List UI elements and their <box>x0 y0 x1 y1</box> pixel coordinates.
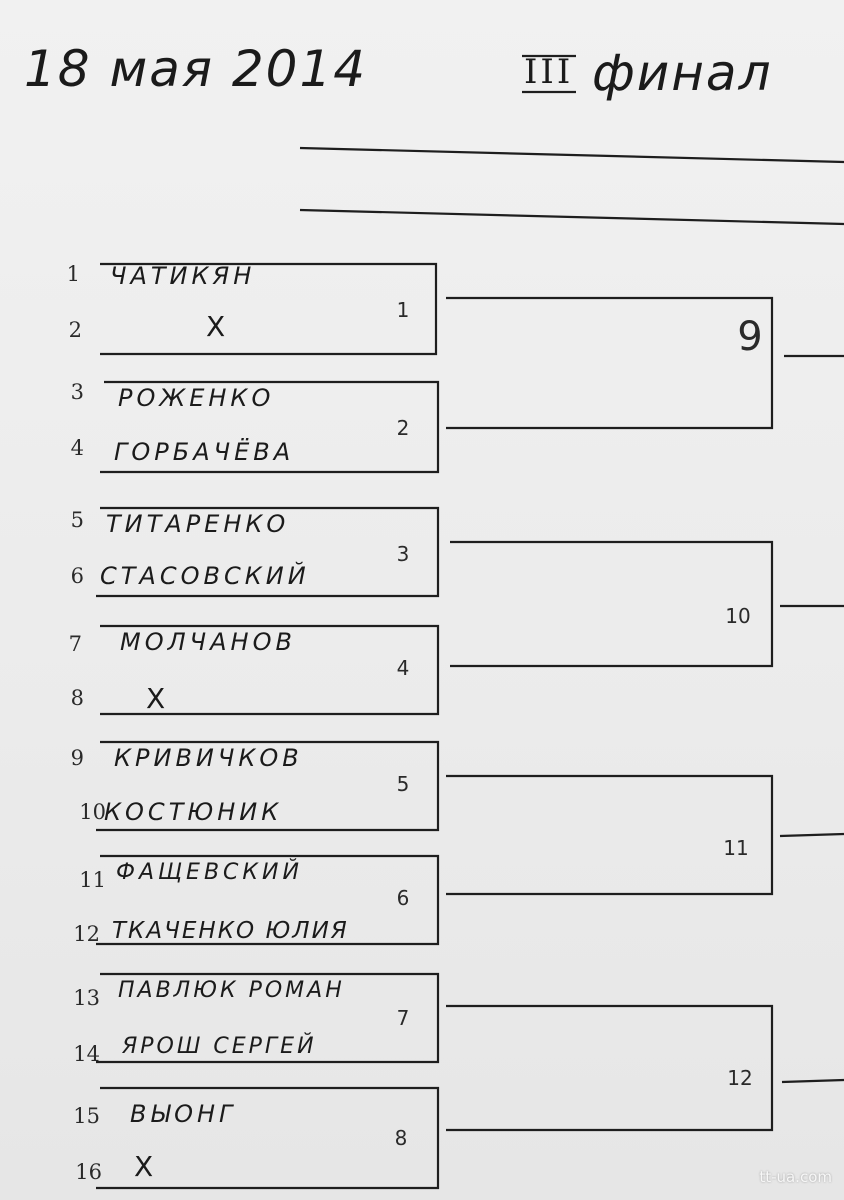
match-box-4 <box>100 624 440 716</box>
out-line-11 <box>779 832 844 838</box>
date-heading: 18 мая 2014 <box>24 40 368 98</box>
match-number: 11 <box>723 836 749 860</box>
match-box-3 <box>96 506 440 598</box>
seed-number: 9 <box>70 746 84 770</box>
match-number: 7 <box>396 1006 410 1030</box>
seed-number: 2 <box>68 318 82 342</box>
player-name: РОЖЕНКО <box>118 384 275 412</box>
watermark: tt-ua.com <box>759 1168 832 1186</box>
match-box-12 <box>446 1004 774 1132</box>
seed-number: 1 <box>66 262 80 286</box>
stage-numeral: III <box>524 52 574 92</box>
match-number: 12 <box>727 1066 753 1090</box>
match-number: 9 <box>737 314 763 360</box>
out-line-12 <box>781 1078 844 1084</box>
player-name: X <box>146 682 170 715</box>
match-number: 8 <box>394 1126 408 1150</box>
player-name: ЯРОШ СЕРГЕЙ <box>122 1034 317 1059</box>
match-number: 10 <box>725 604 751 628</box>
player-name: ГОРБАЧЁВА <box>114 438 295 466</box>
player-name: ТКАЧЕНКО ЮЛИЯ <box>112 918 349 944</box>
match-number: 3 <box>396 542 410 566</box>
player-name: ФАЩЕВСКИЙ <box>116 860 303 885</box>
seed-number: 11 <box>79 868 106 892</box>
player-name: ЧАТИКЯН <box>110 262 256 290</box>
match-number: 5 <box>396 772 410 796</box>
match-box-1 <box>100 262 438 356</box>
player-name: МОЛЧАНОВ <box>120 628 296 656</box>
header-rule-2 <box>299 208 844 226</box>
seed-number: 7 <box>68 632 82 656</box>
match-box-2 <box>100 380 440 474</box>
seed-number: 15 <box>73 1104 100 1128</box>
seed-number: 13 <box>73 986 100 1010</box>
seed-number: 6 <box>70 564 84 588</box>
match-box-7 <box>96 972 440 1064</box>
player-name: X <box>206 310 230 343</box>
match-number: 1 <box>396 298 410 322</box>
seed-number: 3 <box>70 380 84 404</box>
player-name: ТИТАРЕНКО <box>106 510 290 538</box>
header-rule-1 <box>299 146 844 164</box>
player-name: ВЫОНГ <box>130 1100 237 1128</box>
seed-number: 16 <box>75 1160 102 1184</box>
match-number: 2 <box>396 416 410 440</box>
seed-number: 8 <box>70 686 84 710</box>
match-number: 4 <box>396 656 410 680</box>
seed-number: 14 <box>73 1042 100 1066</box>
match-box-5 <box>96 740 440 832</box>
player-name: КРИВИЧКОВ <box>114 744 303 772</box>
player-name: СТАСОВСКИЙ <box>100 562 310 590</box>
player-name: КОСТЮНИК <box>104 798 283 826</box>
stage-word: финал <box>592 44 773 102</box>
seed-number: 4 <box>70 436 84 460</box>
player-name: ПАВЛЮК РОМАН <box>118 978 345 1003</box>
seed-number: 10 <box>79 800 106 824</box>
match-box-11 <box>446 774 774 896</box>
seed-number: 12 <box>73 922 100 946</box>
match-box-10 <box>450 540 774 668</box>
match-box-6 <box>96 854 440 946</box>
match-number: 6 <box>396 886 410 910</box>
seed-number: 5 <box>70 508 84 532</box>
match-box-9 <box>446 296 774 430</box>
player-name: X <box>134 1150 158 1183</box>
match-box-8 <box>96 1086 440 1190</box>
